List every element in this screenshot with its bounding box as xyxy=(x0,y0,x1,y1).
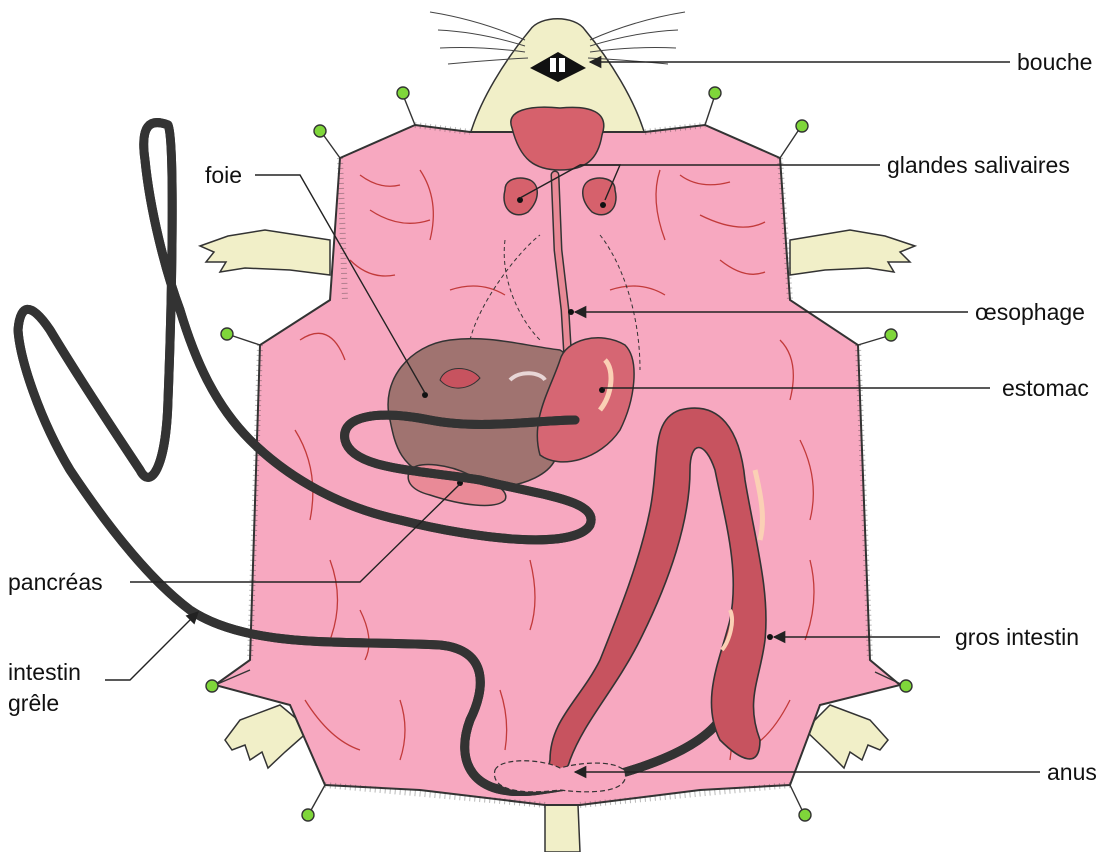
front-right-paw xyxy=(790,230,915,275)
label-mouth: bouche xyxy=(1017,49,1092,75)
pin xyxy=(397,87,415,125)
pin xyxy=(780,120,808,158)
pin xyxy=(302,785,325,821)
label-liver: foie xyxy=(205,162,242,188)
label-anus: anus xyxy=(1047,759,1097,785)
label-salivary-glands: glandes salivaires xyxy=(887,152,1070,178)
pin xyxy=(790,785,811,821)
label-esophagus: œsophage xyxy=(975,299,1085,325)
tail xyxy=(545,805,580,852)
label-small-intestine-line2: grêle xyxy=(8,690,59,716)
pin xyxy=(705,87,721,125)
label-small-intestine-line1: intestin xyxy=(8,659,81,685)
label-pancreas: pancréas xyxy=(8,569,103,595)
pin xyxy=(314,125,340,158)
label-stomach: estomac xyxy=(1002,375,1089,401)
pin xyxy=(858,329,897,345)
pin xyxy=(221,328,260,345)
front-left-paw xyxy=(200,230,330,275)
label-large-intestine: gros intestin xyxy=(955,624,1079,650)
